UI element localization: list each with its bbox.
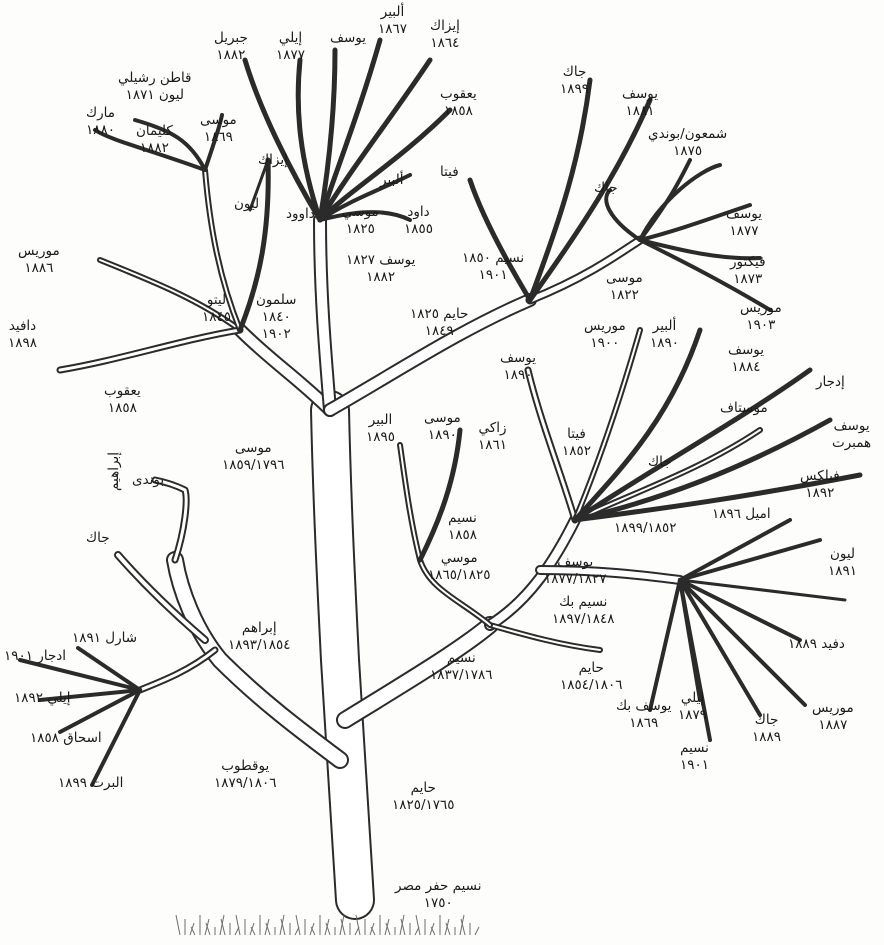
label-moussa-main: موسى١٨٥٩/١٧٩٦: [222, 440, 285, 474]
tree-branch: [298, 60, 320, 220]
label-naseem-1837: نسيم١٨٣٧/١٧٨٦: [430, 650, 493, 684]
label-ely-1892: إيلي ١٨٩٢: [14, 690, 71, 707]
label-isaac-upper: إيزاك: [258, 152, 288, 169]
label-ely-1879: إيلي١٨٧٩: [678, 690, 707, 724]
label-edgar-1901: ادجار ١٩٠١: [4, 648, 66, 665]
label-yoqtob: يوقطوب١٨٧٩/١٨٠٦: [214, 758, 277, 792]
tree-branch: [680, 580, 845, 600]
label-jack-left: جاك: [86, 530, 110, 547]
label-albert-mid: ألبير: [380, 172, 403, 189]
label-clement: كليمان١٨٨٢: [136, 123, 173, 157]
label-yaqoub-top: يعقوب١٨٥٨: [440, 86, 477, 120]
tree-branch: [650, 580, 680, 710]
label-ishaq-1858: اسحاق ١٨٥٨: [30, 730, 102, 747]
label-fita-top: فيتا: [440, 164, 459, 181]
label-ibrahim-rotated: إبراهيم: [106, 452, 123, 491]
grass-blade: [176, 915, 180, 935]
tree-branch: [575, 330, 640, 520]
label-albert-1899: البرت ١٨٩٩: [58, 775, 123, 792]
label-moustaf: موستاف: [720, 400, 768, 417]
tree-branch: [606, 190, 640, 240]
label-jack-mid: جاك: [648, 454, 672, 471]
label-dawood: داوود: [286, 206, 315, 223]
label-maurice-1887: موريس١٨٨٧: [812, 700, 854, 734]
tree-branch: [530, 80, 590, 300]
label-david-1889: دفيد ١٨٨٩: [788, 636, 845, 653]
label-youssef-1884: يوسف١٨٨٤: [728, 342, 764, 376]
label-edgar-right: إدجار: [816, 374, 845, 391]
ground-grass: [176, 915, 479, 935]
label-maurice-1900: موريس١٩٠٠: [584, 318, 626, 352]
grass-blade: [475, 927, 479, 935]
label-qatan: قاطن رشيليليون ١٨٧١: [118, 70, 192, 104]
label-fita-1852: فيتا١٨٥٢: [562, 426, 591, 460]
label-naseem-1858: نسيم١٨٥٨: [448, 510, 477, 544]
label-shareel: شارل ١٨٩١: [72, 630, 137, 647]
label-moussa-1869: موسى١٨٦٩: [200, 112, 237, 146]
label-naseem-bek: نسيم بك١٨٩٧/١٨٤٨: [552, 594, 615, 628]
label-leon-upper: ليون: [234, 196, 259, 213]
label-bondi: بوندى: [132, 472, 164, 489]
tree-branch-highlight: [60, 330, 240, 370]
tree-branch: [680, 540, 820, 580]
label-jack-1899: جاك١٨٩٩: [560, 64, 589, 98]
label-jack-right: جاك: [594, 180, 618, 197]
label-marc: مارك١٨٨٠: [86, 105, 115, 139]
label-salmon: سلمون١٨٤٠١٩٠٢: [256, 292, 296, 343]
label-youssef-top: يوسف: [330, 30, 366, 47]
label-youssef-1890: يوسف١٨٩٠: [500, 350, 536, 384]
label-jack-dates: ١٨٩٩/١٨٥٢: [614, 520, 677, 537]
tree-branch: [155, 480, 186, 560]
label-lito: ليتو١٨٤٥: [202, 292, 231, 326]
label-emile: اميل ١٨٩٦: [712, 506, 771, 523]
label-gabriel: جبريل١٨٨٢: [214, 30, 248, 64]
tree-branch: [680, 520, 790, 580]
tree-branch: [575, 370, 810, 520]
